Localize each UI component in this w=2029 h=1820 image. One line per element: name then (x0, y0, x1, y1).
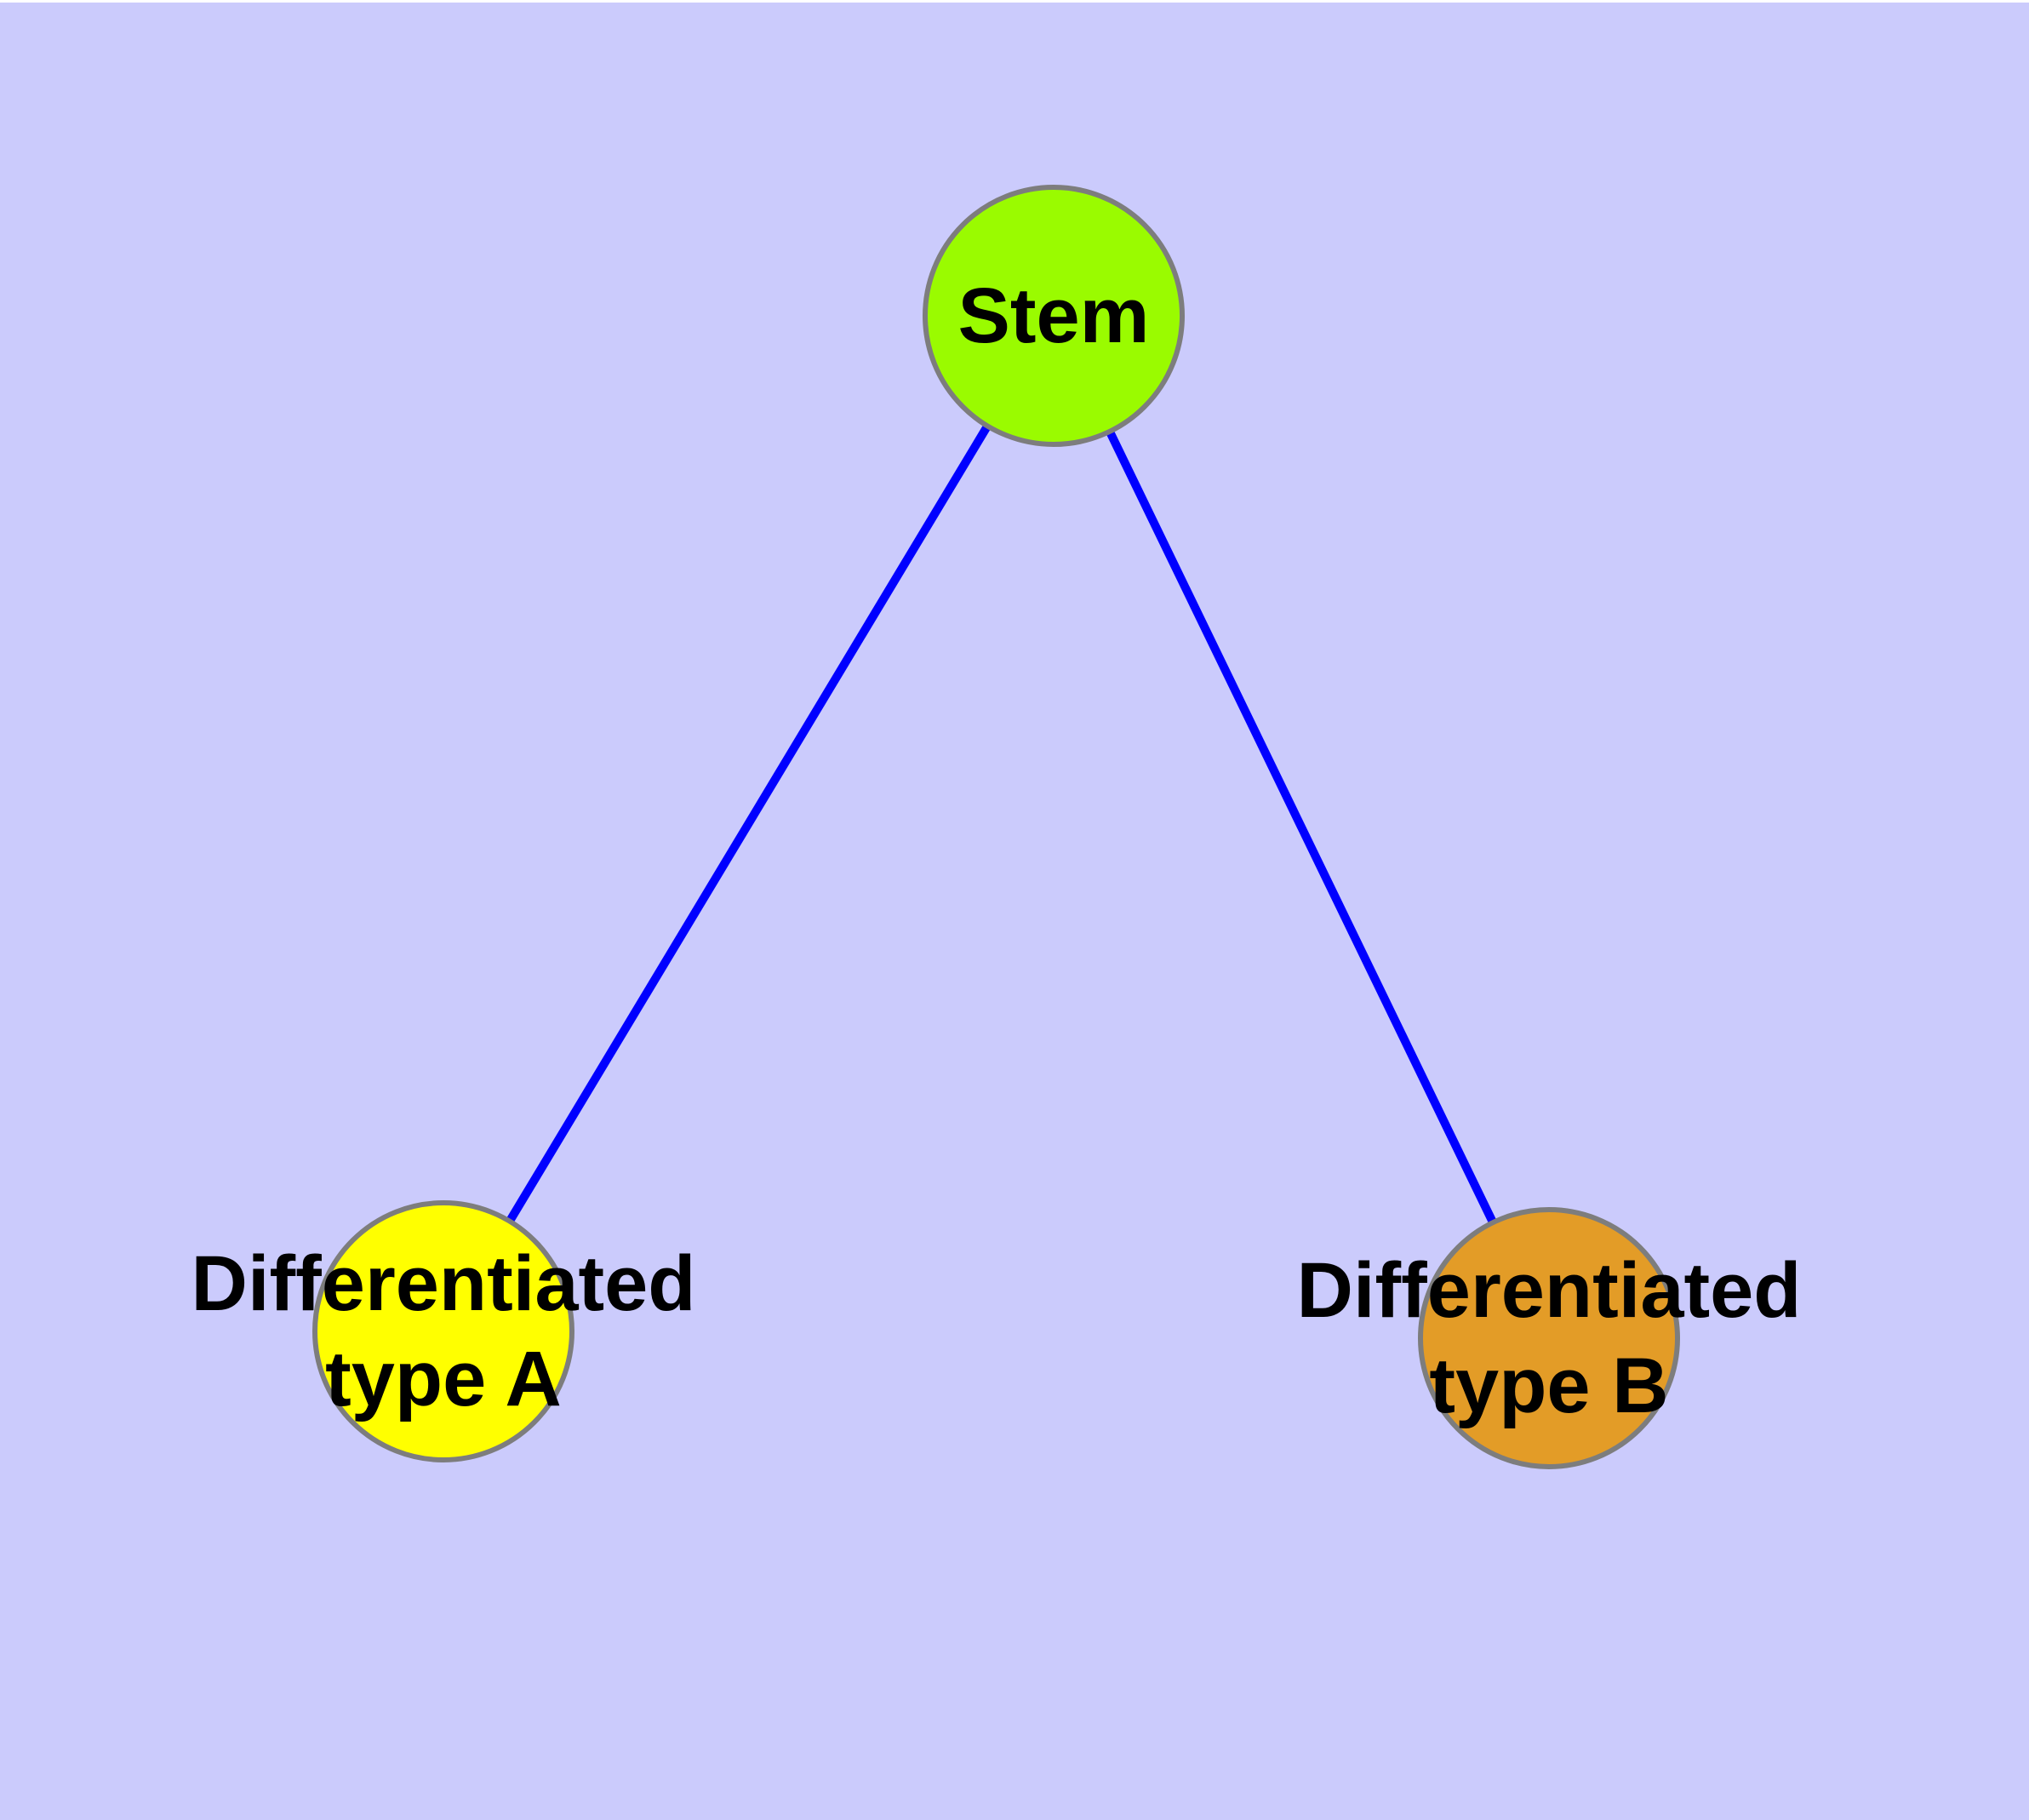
differentiated-type-b-node (1418, 1207, 1680, 1469)
stem-node (923, 185, 1185, 447)
edge-stem-to-diff-a (439, 313, 1058, 1334)
stem-node-label: Stem (958, 272, 1150, 359)
differentiated-type-a-node (312, 1200, 574, 1462)
edge-stem-to-diff-b (1049, 313, 1553, 1341)
